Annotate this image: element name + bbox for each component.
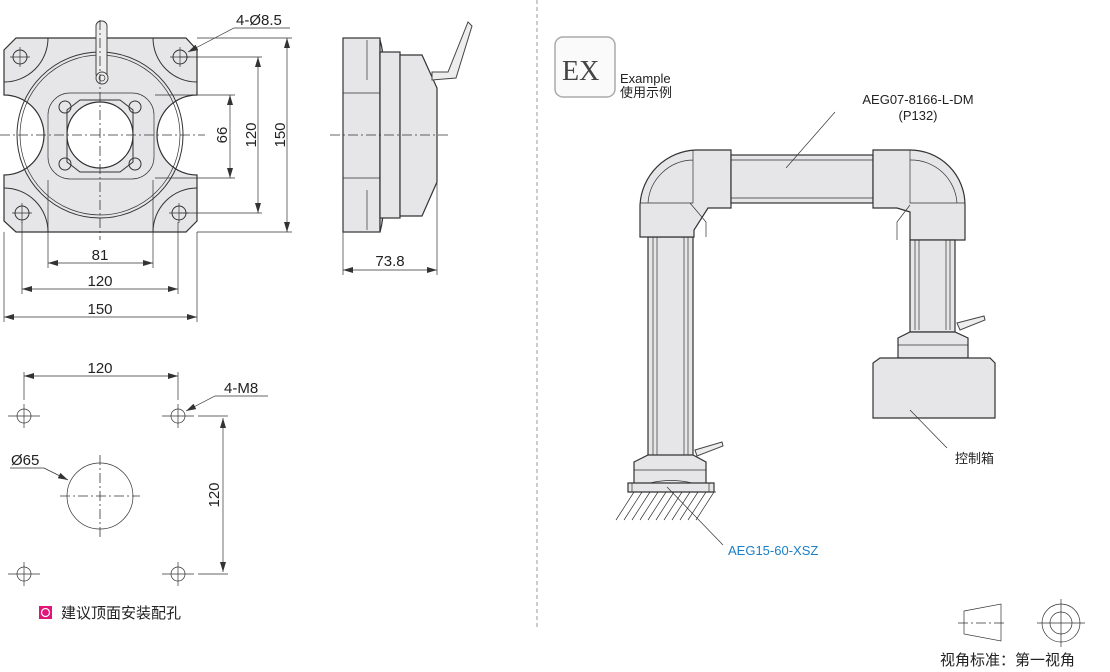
legend-swatch-circle-icon — [40, 607, 51, 618]
dim-depth: 73.8 — [375, 253, 404, 270]
control-box-label: 控制箱 — [955, 451, 994, 466]
pattern-dim-120-horizontal: 120 — [87, 360, 112, 377]
right-elbow — [872, 149, 966, 241]
base-part-leader — [666, 486, 724, 546]
control-box — [872, 357, 996, 419]
thread-leader — [185, 395, 268, 412]
dim-66: 66 — [214, 127, 231, 144]
lock-handle — [95, 20, 108, 80]
control-box-leader — [909, 409, 948, 449]
side-view: 73.8 — [330, 21, 473, 275]
side-lock-handle — [431, 21, 473, 81]
pattern-holes — [8, 404, 194, 586]
ground-hatch — [615, 491, 716, 521]
arm-part-label: AEG07-8166-L-DM — [862, 92, 973, 107]
ex-badge-text: EX — [562, 56, 599, 87]
right-joint-handle — [956, 315, 986, 331]
left-column — [647, 236, 694, 458]
screw-holes — [58, 100, 142, 171]
hole-leader — [187, 27, 290, 53]
pattern-dim-120-vertical: 120 — [206, 482, 223, 507]
bore-label: Ø65 — [11, 452, 39, 469]
top-beam — [730, 154, 874, 204]
right-column-grooves — [914, 240, 951, 330]
bore-leader — [10, 467, 69, 481]
pattern-extension-lines-right — [198, 415, 228, 575]
base-joint-handle — [694, 441, 724, 457]
side-flange-details — [343, 40, 380, 230]
ex-badge — [554, 36, 616, 98]
center-lines — [0, 20, 205, 240]
example-title-en: Example — [620, 71, 671, 86]
left-elbow-details — [640, 150, 707, 237]
base-part-label: AEG15-60-XSZ — [728, 543, 818, 558]
frustum-icon — [963, 603, 1002, 642]
example-section: EX Example 使用示例 AEG07-8166-L-DM — [554, 36, 996, 558]
handle-pivot — [95, 71, 109, 85]
extension-lines-horizontal-dims — [3, 180, 198, 322]
front-view: 66 120 150 81 120 150 4-Ø8.5 — [0, 12, 292, 322]
handle-pivot-inner — [98, 74, 106, 82]
dim-120-horizontal: 120 — [87, 273, 112, 290]
concentric-circles-crosshair — [1037, 599, 1085, 647]
top-beam-grooves — [731, 159, 873, 199]
right-elbow-details — [896, 150, 965, 240]
bore-center-lines — [60, 455, 140, 537]
extension-lines-vertical-dims — [155, 37, 292, 233]
dim-150-horizontal: 150 — [87, 301, 112, 318]
arm-page-ref: (P132) — [898, 108, 937, 123]
left-column-grooves — [652, 237, 689, 455]
legend-text: 建议顶面安装配孔 — [61, 605, 181, 622]
side-hub — [399, 54, 438, 217]
left-elbow — [639, 149, 732, 238]
arm-assembly — [615, 149, 996, 521]
projection-symbol: 视角标准：第一视角 — [940, 599, 1085, 669]
arm-part-leader — [785, 111, 836, 169]
dim-120-vertical: 120 — [243, 122, 260, 147]
corner-arcs — [3, 37, 198, 233]
example-title-cn: 使用示例 — [620, 85, 672, 100]
base-flange-details — [631, 480, 710, 492]
thread-label: 4-M8 — [224, 380, 258, 397]
hex-boss — [66, 99, 134, 173]
inner-plate — [47, 92, 155, 180]
mounting-hole-pattern: 120 120 4-M8 Ø65 建议顶面安装配孔 — [8, 360, 268, 622]
right-column — [909, 239, 956, 333]
hole-label: 4-Ø8.5 — [236, 12, 282, 29]
dim-150-vertical: 150 — [272, 122, 289, 147]
projection-label: 视角标准：第一视角 — [940, 651, 1075, 669]
dim-81: 81 — [92, 247, 109, 264]
